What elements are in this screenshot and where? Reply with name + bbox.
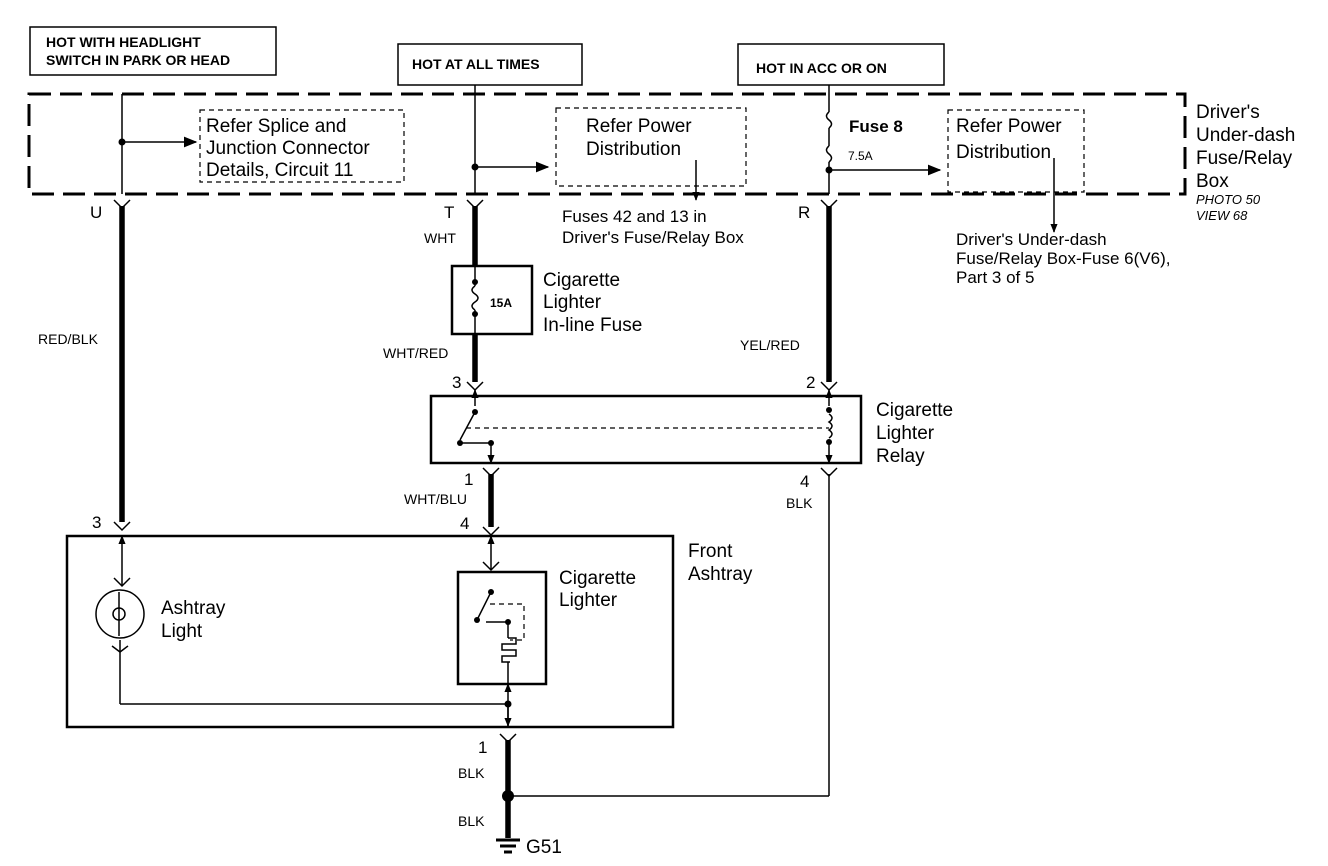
lighter-label-line2: Lighter <box>559 590 618 611</box>
fuse8-label: Fuse 8 <box>849 117 903 136</box>
source-acc-label: HOT IN ACC OR ON <box>756 60 887 76</box>
wire-label-red-blk: RED/BLK <box>38 331 99 347</box>
terminal-t: T <box>444 203 454 222</box>
fuses-note-line1: Fuses 42 and 13 in <box>562 207 707 226</box>
fuse8-rating: 7.5A <box>848 149 873 163</box>
terminal-r: R <box>798 203 810 222</box>
relay-label-line2: Lighter <box>876 423 935 444</box>
splice-ref-line3: Details, Circuit 11 <box>206 160 353 181</box>
ashtray-light-bulb <box>95 589 145 639</box>
relay-label-line3: Relay <box>876 446 925 467</box>
wire-label-wht: WHT <box>424 230 456 246</box>
source-headlight-line1: HOT WITH HEADLIGHT <box>46 34 201 50</box>
relay-label-line1: Cigarette <box>876 400 953 421</box>
splice-ref-line1: Refer Splice and <box>206 116 346 137</box>
terminal-u: U <box>90 203 102 222</box>
wire-label-yel-red: YEL/RED <box>740 337 800 353</box>
power-ref-2-line1: Refer Power <box>956 116 1062 137</box>
relay-pin-2: 2 <box>806 373 815 392</box>
ashtray-light-label-line2: Light <box>161 621 203 642</box>
under-dash-note-line1: Driver's Under-dash <box>956 230 1107 249</box>
power-ref-box-2: Refer Power Distribution <box>947 109 1085 193</box>
lighter-heating-element <box>501 637 517 663</box>
inline-fuse: 15A <box>450 264 534 336</box>
power-ref-box-1: Refer Power Distribution <box>555 107 747 187</box>
inline-fuse-label-line1: Cigarette <box>543 270 620 291</box>
connector-ashtray-3 <box>113 521 131 532</box>
inline-fuse-rating: 15A <box>490 296 512 310</box>
ashtray-pin-3: 3 <box>92 513 101 532</box>
relay-pin-3: 3 <box>452 373 461 392</box>
under-dash-note-line3: Part 3 of 5 <box>956 268 1034 287</box>
relay-pin-1: 1 <box>464 470 473 489</box>
ground-label: G51 <box>526 837 562 858</box>
wire-label-blk-relay: BLK <box>786 495 813 511</box>
wire-label-wht-red: WHT/RED <box>383 345 448 361</box>
fuse-box-name-line4: Box <box>1196 171 1229 192</box>
ashtray-label-line2: Ashtray <box>688 564 753 585</box>
cigarette-lighter-relay <box>429 389 863 465</box>
ashtray-pin-1: 1 <box>478 738 487 757</box>
under-dash-note-line2: Fuse/Relay Box-Fuse 6(V6), <box>956 249 1170 268</box>
source-acc-box: HOT IN ACC OR ON <box>737 43 945 86</box>
fuses-note-line2: Driver's Fuse/Relay Box <box>562 228 744 247</box>
power-ref-1-line1: Refer Power <box>586 116 692 137</box>
fuse-box-name-line2: Under-dash <box>1196 125 1295 146</box>
fuse8-symbol <box>825 111 833 163</box>
ground-splice-dot <box>502 790 514 802</box>
relay-pin-4: 4 <box>800 472 809 491</box>
source-headlight-line2: SWITCH IN PARK OR HEAD <box>46 52 230 68</box>
splice-ref-line2: Junction Connector <box>206 138 370 159</box>
connector-relay-2 <box>820 381 838 392</box>
source-always-label: HOT AT ALL TIMES <box>412 56 540 72</box>
ashtray-label-line1: Front <box>688 541 733 562</box>
lighter-label-line1: Cigarette <box>559 568 636 589</box>
power-ref-1-line2: Distribution <box>586 139 681 160</box>
fuse-box-name-line3: Fuse/Relay <box>1196 148 1293 169</box>
front-ashtray-outline <box>65 534 675 729</box>
wire-label-blk-2: BLK <box>458 813 485 829</box>
wire-label-wht-blu: WHT/BLU <box>404 491 467 507</box>
ashtray-light-label-line1: Ashtray <box>161 598 226 619</box>
cigarette-lighter-box <box>456 570 548 686</box>
ground-symbol <box>496 838 520 854</box>
inline-fuse-symbol <box>471 285 479 311</box>
wire-label-blk-1: BLK <box>458 765 485 781</box>
fuse-box-name-line1: Driver's <box>1196 102 1260 123</box>
inline-fuse-label-line3: In-line Fuse <box>543 315 642 336</box>
power-ref-2-line2: Distribution <box>956 142 1051 163</box>
fuse-box-view: VIEW 68 <box>1196 208 1248 223</box>
source-always-box: HOT AT ALL TIMES <box>397 43 583 86</box>
fuse-relay-box-outline <box>27 92 1187 196</box>
connector-ashtray-4 <box>482 526 500 537</box>
fuse-box-photo: PHOTO 50 <box>1196 192 1261 207</box>
front-ashtray <box>65 534 675 729</box>
relay-switch-contact <box>459 411 476 441</box>
ashtray-pin-4: 4 <box>460 514 469 533</box>
connector-relay-3 <box>466 381 484 392</box>
inline-fuse-label-line2: Lighter <box>543 292 602 313</box>
splice-ref-box: Refer Splice and Junction Connector Deta… <box>199 109 405 183</box>
source-headlight-box: HOT WITH HEADLIGHT SWITCH IN PARK OR HEA… <box>29 26 277 76</box>
relay-coil <box>827 413 833 439</box>
